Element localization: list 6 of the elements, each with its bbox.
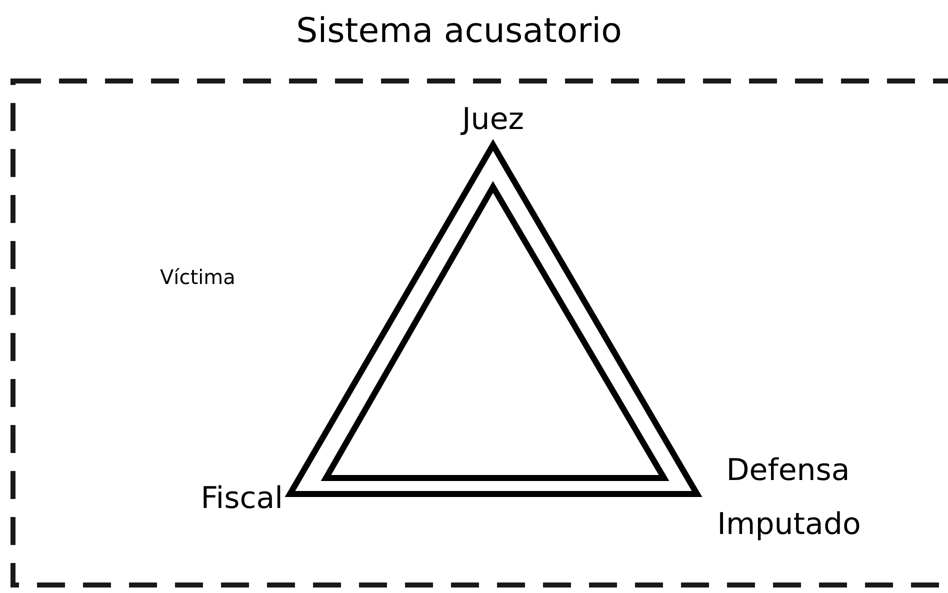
vertex-label: Juez bbox=[462, 105, 524, 135]
vertex-label: Imputado bbox=[717, 510, 861, 540]
label: Víctima bbox=[160, 267, 236, 287]
vertex-label: Defensa bbox=[726, 456, 850, 486]
vertex-label: Fiscal bbox=[200, 484, 283, 514]
diagram-title: Sistema acusatorio bbox=[295, 14, 623, 48]
